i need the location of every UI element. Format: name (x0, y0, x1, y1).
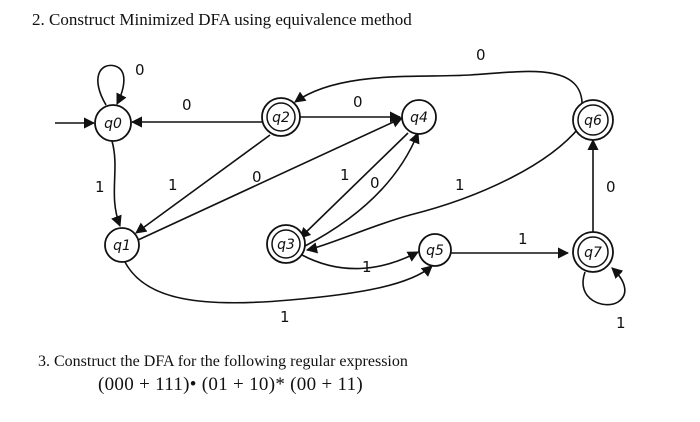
edge-q1-q4 (137, 117, 404, 241)
state-q2-label: q2 (272, 110, 290, 126)
label-q1-to-q4: 0 (252, 168, 262, 186)
label-q7-to-q6: 0 (606, 178, 616, 196)
edge-q5-q3 (305, 111, 591, 254)
state-q3-label: q3 (277, 237, 295, 253)
state-q7: q7 (572, 231, 614, 273)
edge-q6-q2 (294, 70, 583, 109)
label-q0-self: 0 (135, 61, 145, 79)
edge-q4-q3 (299, 132, 409, 239)
state-q0-label: q0 (104, 116, 122, 132)
label-q2-to-q4: 0 (353, 93, 363, 111)
edge-q0-self (97, 64, 127, 106)
edge-q7-self (582, 267, 626, 306)
state-q4: q4 (401, 99, 437, 135)
question-3-title: 3. Construct the DFA for the following r… (38, 353, 408, 370)
label-q6-to-q2: 0 (476, 46, 486, 64)
state-q5-label: q5 (426, 243, 444, 259)
label-q0-to-q1: 1 (95, 178, 105, 196)
label-q5-to-q3: 1 (455, 176, 465, 194)
state-q7-label: q7 (584, 245, 602, 261)
state-q1: q1 (104, 227, 140, 263)
edge-q1-q5 (124, 261, 433, 304)
edge-q3-q5 (301, 251, 419, 270)
label-q3-to-q5: 1 (362, 258, 372, 276)
state-q2: q2 (261, 97, 301, 137)
state-q6-label: q6 (584, 113, 602, 129)
edge-q2-q1 (135, 134, 271, 234)
state-q5: q5 (418, 233, 452, 267)
edge-q3-q4 (304, 131, 420, 247)
state-q3: q3 (266, 224, 306, 264)
question-3-expression: (000 + 111)• (01 + 10)* (00 + 11) (98, 374, 364, 395)
label-q5-to-q7: 1 (518, 230, 528, 248)
label-q1-to-q5: 1 (280, 308, 290, 326)
question-2-title: 2. Construct Minimized DFA using equival… (32, 10, 412, 29)
label-q4-to-q3: 1 (340, 166, 350, 184)
state-q0: q0 (94, 104, 132, 142)
label-q7-self: 1 (616, 314, 626, 332)
label-q2-to-q1: 1 (168, 176, 178, 194)
edge-q0-q1 (111, 140, 122, 228)
label-q1-to-q0: 0 (182, 96, 192, 114)
state-q1-label: q1 (113, 238, 131, 254)
state-q6: q6 (572, 99, 614, 141)
label-q3-to-q4: 0 (370, 174, 380, 192)
state-q4-label: q4 (410, 110, 428, 126)
